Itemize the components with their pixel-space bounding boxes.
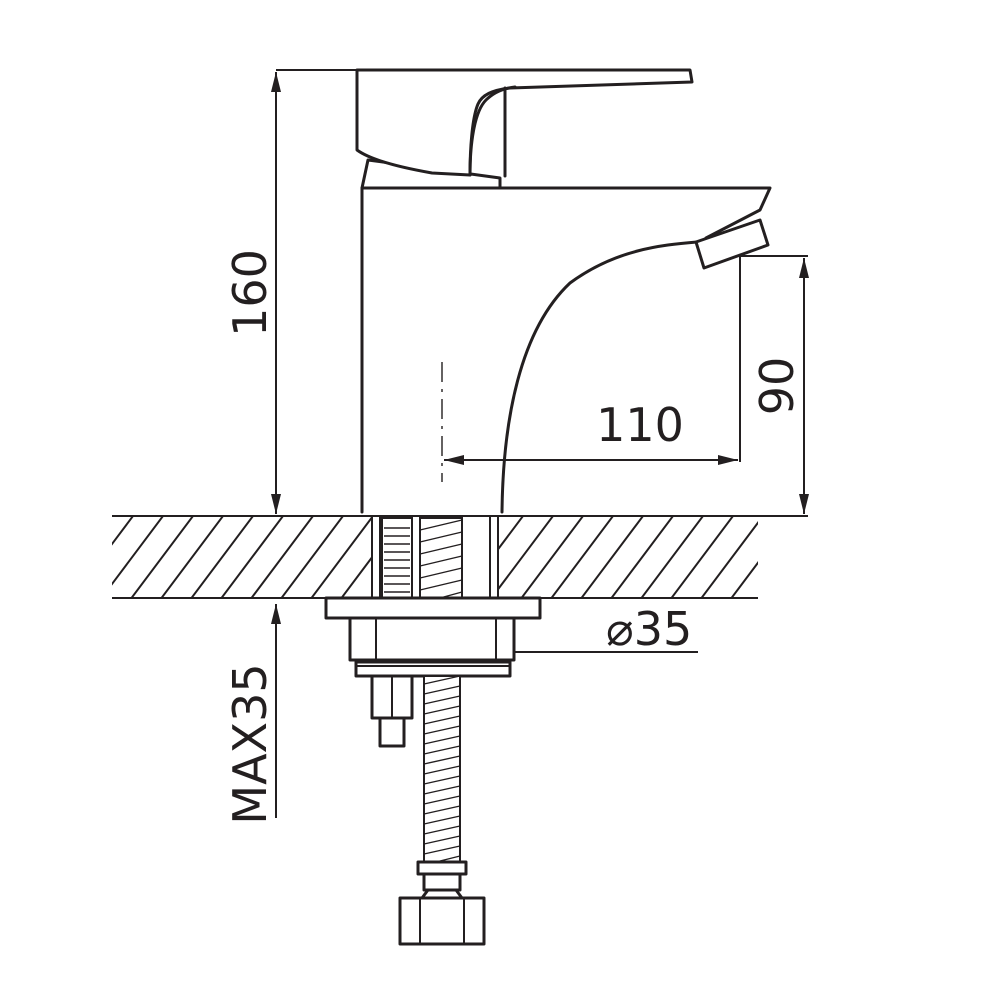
fixing-assembly <box>324 596 542 678</box>
max-thickness-label: MAX35 <box>223 663 277 824</box>
hose-connector-nut <box>398 896 486 946</box>
faucet-body <box>360 158 772 514</box>
lever-handle <box>355 68 694 178</box>
dimension-max-thickness: MAX35 <box>223 604 281 825</box>
svg-text:⌀35: ⌀35 <box>606 602 692 656</box>
spout-height-label: 90 <box>750 357 804 416</box>
threaded-stud <box>370 674 414 748</box>
diameter-symbol: ⌀ <box>606 602 634 656</box>
mounting-shank <box>371 515 499 599</box>
aerator <box>694 218 770 270</box>
dimension-hole-diameter: ⌀35 <box>514 602 698 656</box>
fixing-nut <box>348 616 516 662</box>
flexible-hose <box>398 675 486 946</box>
spout-reach-label: 110 <box>596 398 684 452</box>
washer <box>354 660 512 678</box>
total-height-label: 160 <box>223 249 277 337</box>
dimension-spout-height: 90 <box>740 255 809 514</box>
fixing-plate <box>324 596 542 620</box>
dimension-total-height: 160 <box>223 69 357 514</box>
hatch-right <box>498 516 758 598</box>
hole-diameter-label: 35 <box>634 602 693 656</box>
hatch-left <box>112 516 372 598</box>
dimension-spout-reach: 110 <box>444 256 741 465</box>
